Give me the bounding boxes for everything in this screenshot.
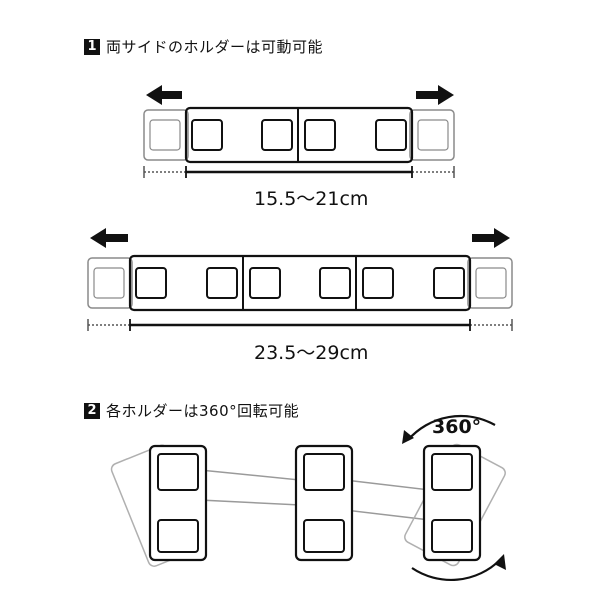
short-slot-1 (191, 119, 223, 151)
short-range-label: 15.5〜21cm (254, 188, 369, 210)
long-slot-4 (319, 267, 351, 299)
short-assembly (143, 85, 455, 178)
long-slot-1 (135, 267, 167, 299)
left-gray-holder (143, 109, 189, 161)
connector-bar-left (199, 469, 301, 506)
left-gray-holder-long (87, 257, 133, 309)
connector-bar-right (344, 479, 431, 521)
short-slot-2 (261, 119, 293, 151)
long-slot-2 (206, 267, 238, 299)
rotation-arc-bottom (411, 559, 501, 582)
rotation-arc-top (407, 414, 496, 441)
long-main-frame (128, 254, 472, 312)
left-arrow-long-icon (90, 228, 128, 248)
short-slot-3 (304, 119, 336, 151)
long-slot-3 (249, 267, 281, 299)
rotation-arrowhead-top-icon (402, 430, 414, 444)
long-slot-6 (433, 267, 465, 299)
left-arrow-icon (146, 85, 182, 105)
right-arrow-icon (416, 85, 454, 105)
section-1-heading: 1 両サイドのホルダーは可動可能 (84, 36, 323, 57)
holder-left (148, 444, 208, 562)
rotation-degree-label: 360° (432, 416, 482, 438)
long-slot-5 (362, 267, 394, 299)
long-assembly (87, 228, 513, 331)
section-1-number: 1 (84, 38, 100, 55)
right-arrow-long-icon (472, 228, 510, 248)
short-slot-4 (375, 119, 407, 151)
section-2-title: 各ホルダーは360°回転可能 (106, 402, 300, 420)
right-gray-holder-long (467, 257, 513, 309)
section-2-number: 2 (84, 402, 100, 419)
holder-right (422, 444, 482, 562)
right-gray-holder-long-window (475, 267, 507, 299)
left-gray-holder-long-window (93, 267, 125, 299)
section-2-heading: 2 各ホルダーは360°回転可能 (84, 400, 299, 421)
long-range-label: 23.5〜29cm (254, 342, 369, 364)
left-gray-holder-window (149, 119, 181, 151)
rotation-arrowhead-bottom-icon (494, 554, 506, 570)
rotation-diagram (110, 414, 506, 582)
right-gray-holder (409, 109, 455, 161)
right-gray-holder-window (417, 119, 449, 151)
holder-middle (294, 444, 354, 562)
section-1-title: 両サイドのホルダーは可動可能 (106, 38, 324, 56)
